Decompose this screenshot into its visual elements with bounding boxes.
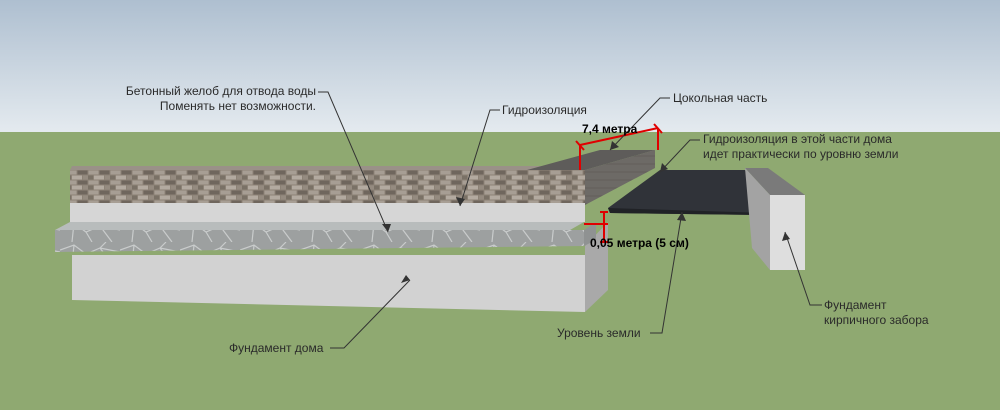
label-concrete-gutter-line1: Бетонный желоб для отвода воды (125, 84, 316, 98)
height-dimension (584, 211, 608, 243)
arrowhead (456, 197, 465, 206)
leader-ground-level (650, 211, 683, 334)
fence-foundation-side (745, 168, 770, 270)
house-foundation-front (72, 255, 585, 312)
brick-wall-top (70, 166, 588, 170)
dark-slab (608, 170, 768, 215)
arrowhead (677, 212, 686, 221)
leader-fence-foundation (784, 231, 822, 306)
label-fence-foundation: Фундамент кирпичного забора (824, 298, 929, 328)
plaster-band (70, 203, 585, 222)
leader-house-foundation (330, 279, 411, 349)
label-plinth: Цокольная часть (673, 91, 768, 105)
arrowhead (401, 275, 410, 283)
dark-slab-edge (608, 208, 768, 215)
plinth-top (527, 150, 655, 170)
dimension-length-label: 7,4 метра (582, 122, 638, 136)
label-waterproofing-ground-line1: Гидроизоляция в этой части дома (703, 132, 892, 146)
length-dimension (575, 123, 663, 170)
label-house-foundation: Фундамент дома (229, 341, 324, 355)
stone-slab-side (584, 222, 596, 246)
arrowhead (660, 163, 668, 172)
leader-waterproofing (459, 109, 500, 207)
stone-slab-top (55, 222, 584, 230)
fence-foundation-front (770, 195, 805, 270)
label-waterproofing-ground: Гидроизоляция в этой части дома идет пра… (703, 132, 899, 162)
label-fence-foundation-line2: кирпичного забора (824, 313, 929, 327)
arrowhead (610, 141, 619, 150)
fence-foundation-top (745, 168, 805, 195)
arrowhead (782, 232, 790, 241)
plinth-front (585, 150, 655, 205)
dimension-height-label: 0,05 метра (5 см) (590, 236, 689, 250)
leader-waterproofing-ground (659, 139, 700, 173)
label-waterproofing-ground-line2: идет практически по уровню земли (703, 147, 899, 161)
leader-concrete-gutter (318, 91, 389, 233)
label-concrete-gutter: Бетонный желоб для отвода воды Поменять … (118, 84, 316, 114)
label-fence-foundation-line1: Фундамент (824, 298, 887, 312)
brick-wall-front (70, 170, 585, 203)
arrowhead (382, 224, 391, 232)
label-concrete-gutter-line2: Поменять нет возможности. (159, 99, 316, 113)
house-foundation-side (585, 222, 608, 312)
label-waterproofing: Гидроизоляция (502, 103, 587, 117)
leader-plinth (609, 97, 670, 151)
stone-slab-front (55, 230, 584, 252)
label-ground-level: Уровень земли (557, 326, 641, 340)
